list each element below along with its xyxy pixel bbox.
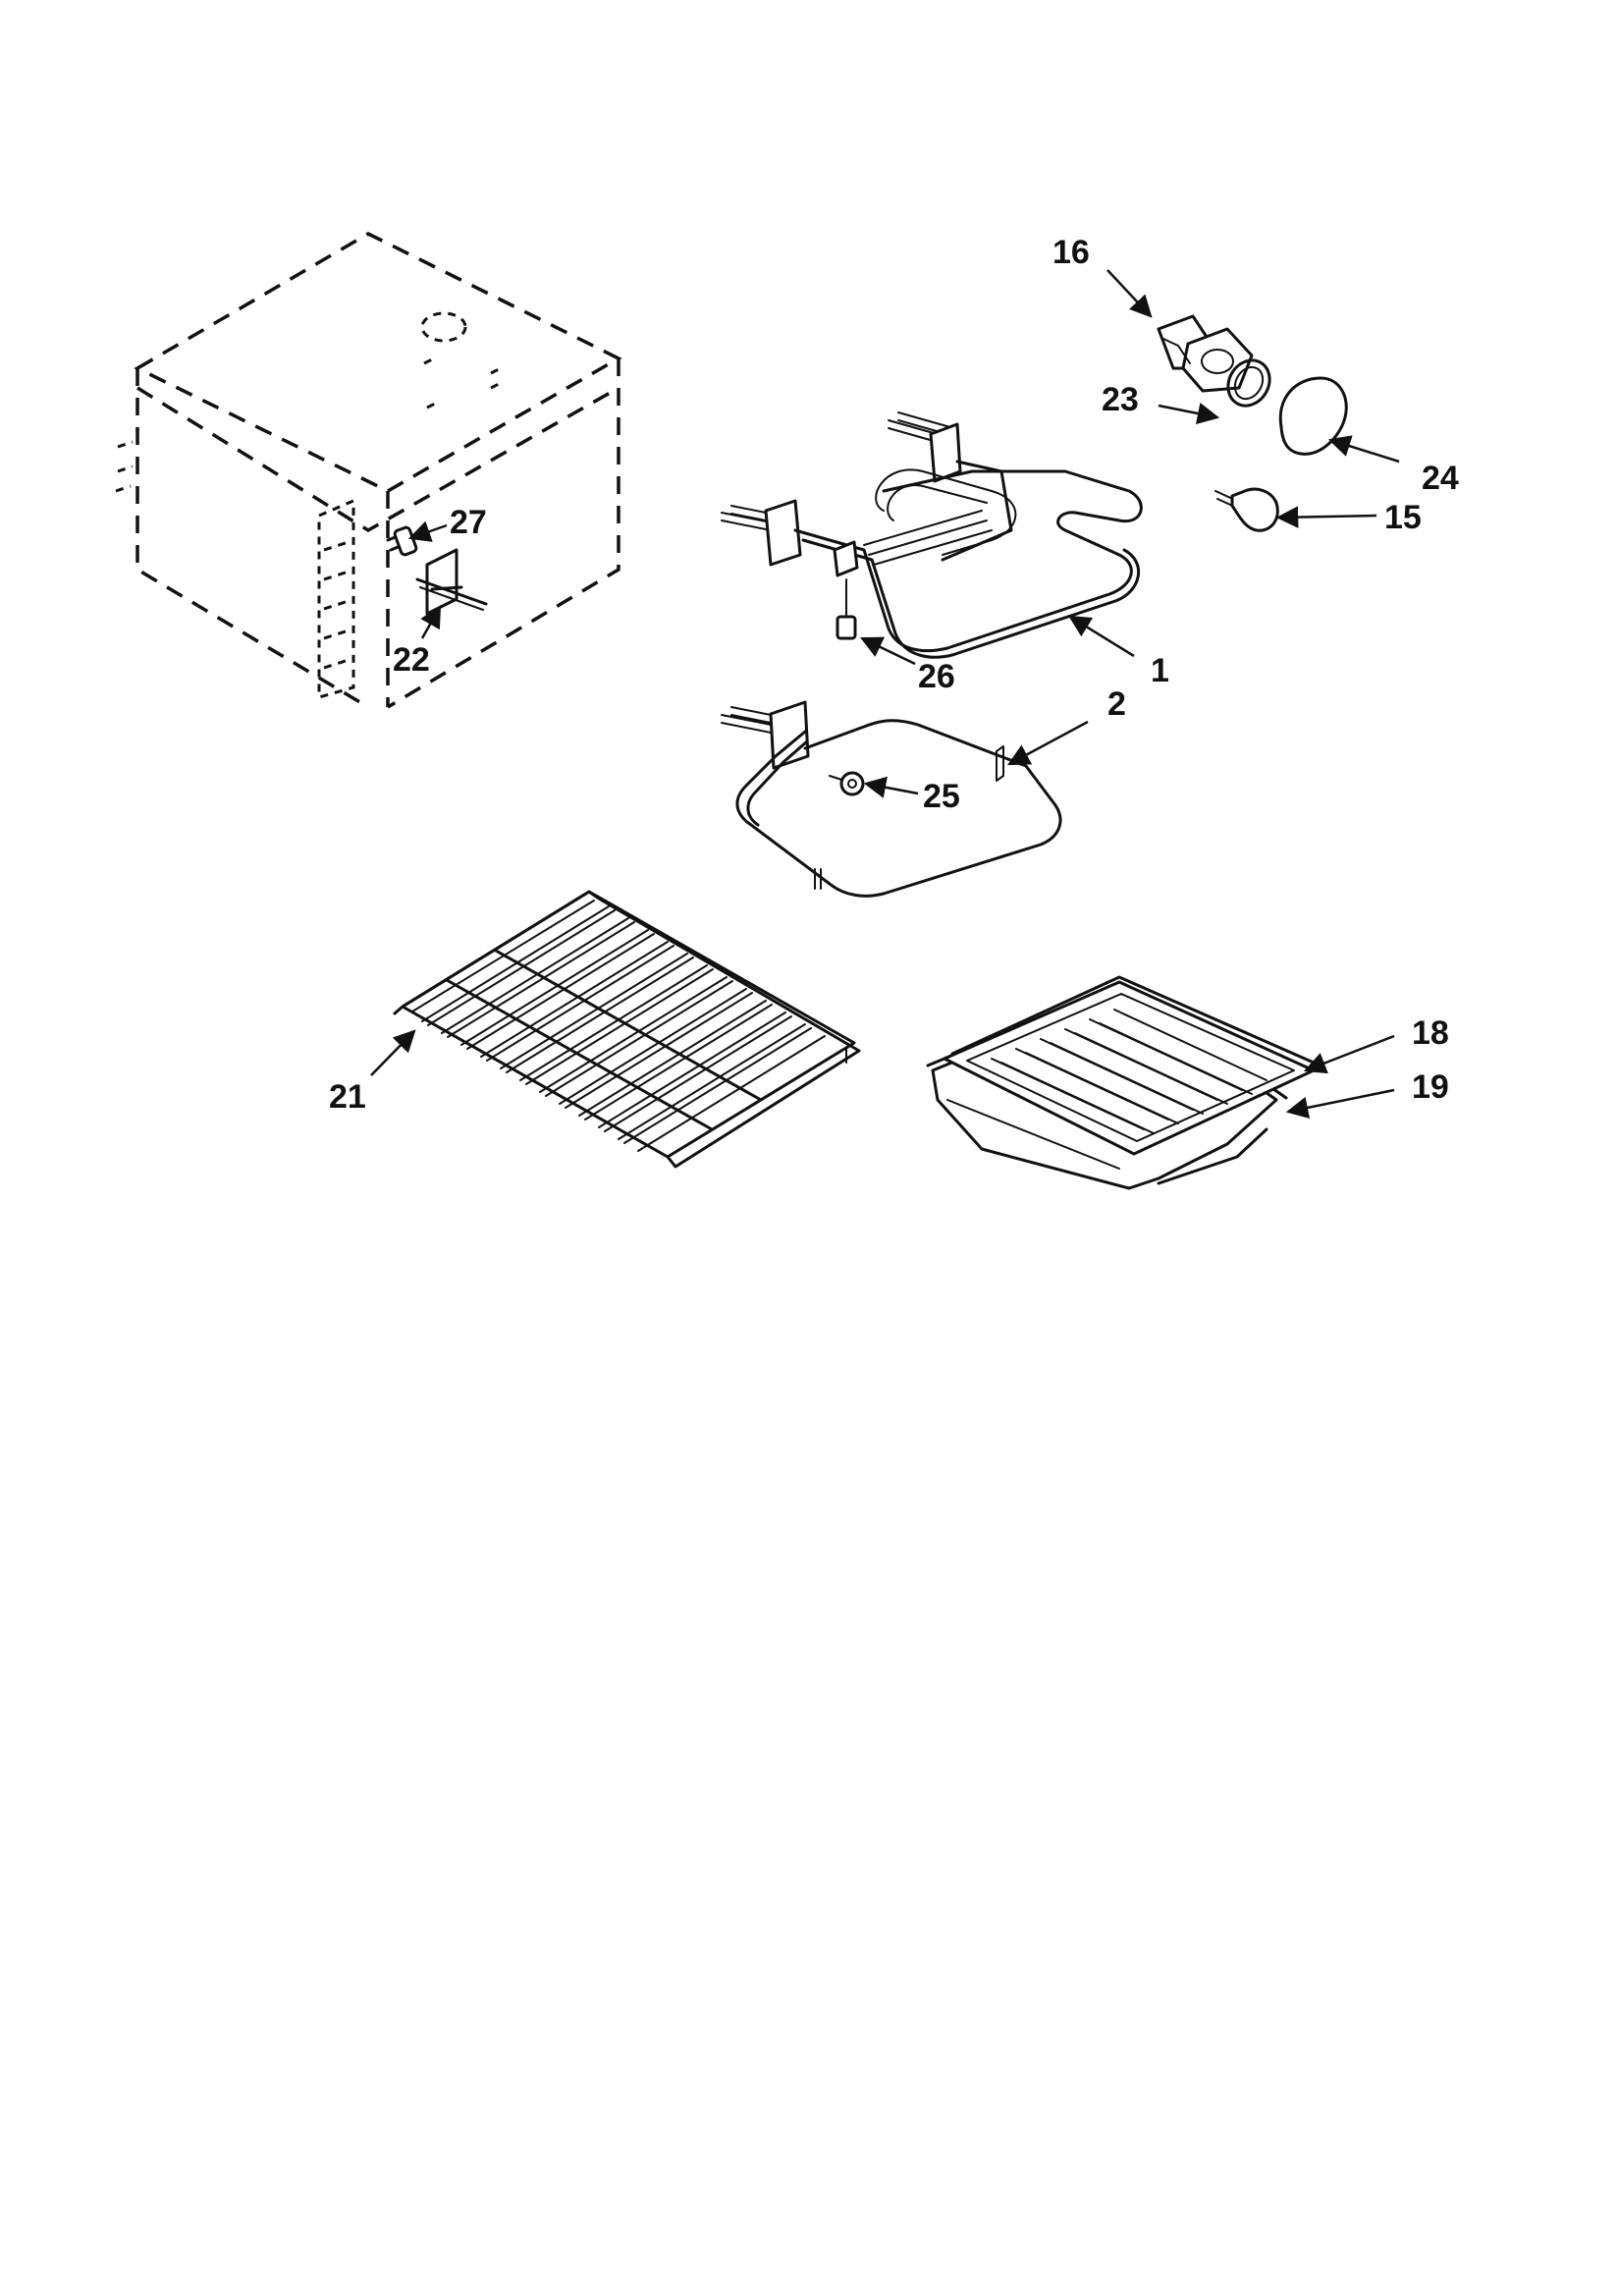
leader-15 — [1275, 506, 1377, 528]
callout-24: 24 — [1422, 460, 1459, 497]
oven-cavity — [115, 232, 622, 709]
leader-lines — [370, 269, 1400, 1119]
callout-16: 16 — [1052, 234, 1090, 271]
leader-24 — [1327, 435, 1400, 464]
oven-rack — [393, 890, 861, 1169]
leader-22 — [420, 605, 442, 639]
sensor-assembly — [386, 525, 488, 616]
callout-22: 22 — [393, 641, 430, 679]
callout-2: 2 — [1107, 685, 1126, 723]
callout-15: 15 — [1384, 499, 1422, 536]
leader-1 — [1068, 615, 1135, 658]
light-lens — [1278, 376, 1348, 456]
callout-18: 18 — [1412, 1014, 1449, 1052]
leader-21 — [370, 1029, 416, 1076]
bake-element — [721, 700, 1062, 898]
leader-19 — [1285, 1088, 1395, 1119]
leader-26 — [859, 636, 916, 666]
callout-25: 25 — [923, 778, 960, 815]
leader-25 — [863, 776, 919, 798]
callout-21: 21 — [329, 1078, 366, 1116]
light-socket — [1157, 314, 1254, 393]
leader-16 — [1106, 269, 1153, 318]
callout-23: 23 — [1102, 381, 1139, 418]
broiler-grid — [943, 975, 1316, 1156]
light-gasket — [1226, 358, 1271, 408]
leader-27 — [407, 520, 448, 542]
top-vent-opening — [420, 311, 467, 343]
light-bulb — [1214, 487, 1279, 532]
callout-27: 27 — [450, 504, 487, 541]
leader-23 — [1158, 402, 1220, 425]
broil-element — [721, 411, 1143, 659]
callout-labels: 16 23 24 15 27 22 26 1 2 25 18 19 21 — [329, 234, 1459, 1116]
callout-26: 26 — [918, 658, 955, 695]
callout-1: 1 — [1151, 652, 1169, 689]
callout-19: 19 — [1412, 1068, 1449, 1106]
leader-18 — [1303, 1034, 1395, 1074]
leader-2 — [1007, 720, 1089, 766]
